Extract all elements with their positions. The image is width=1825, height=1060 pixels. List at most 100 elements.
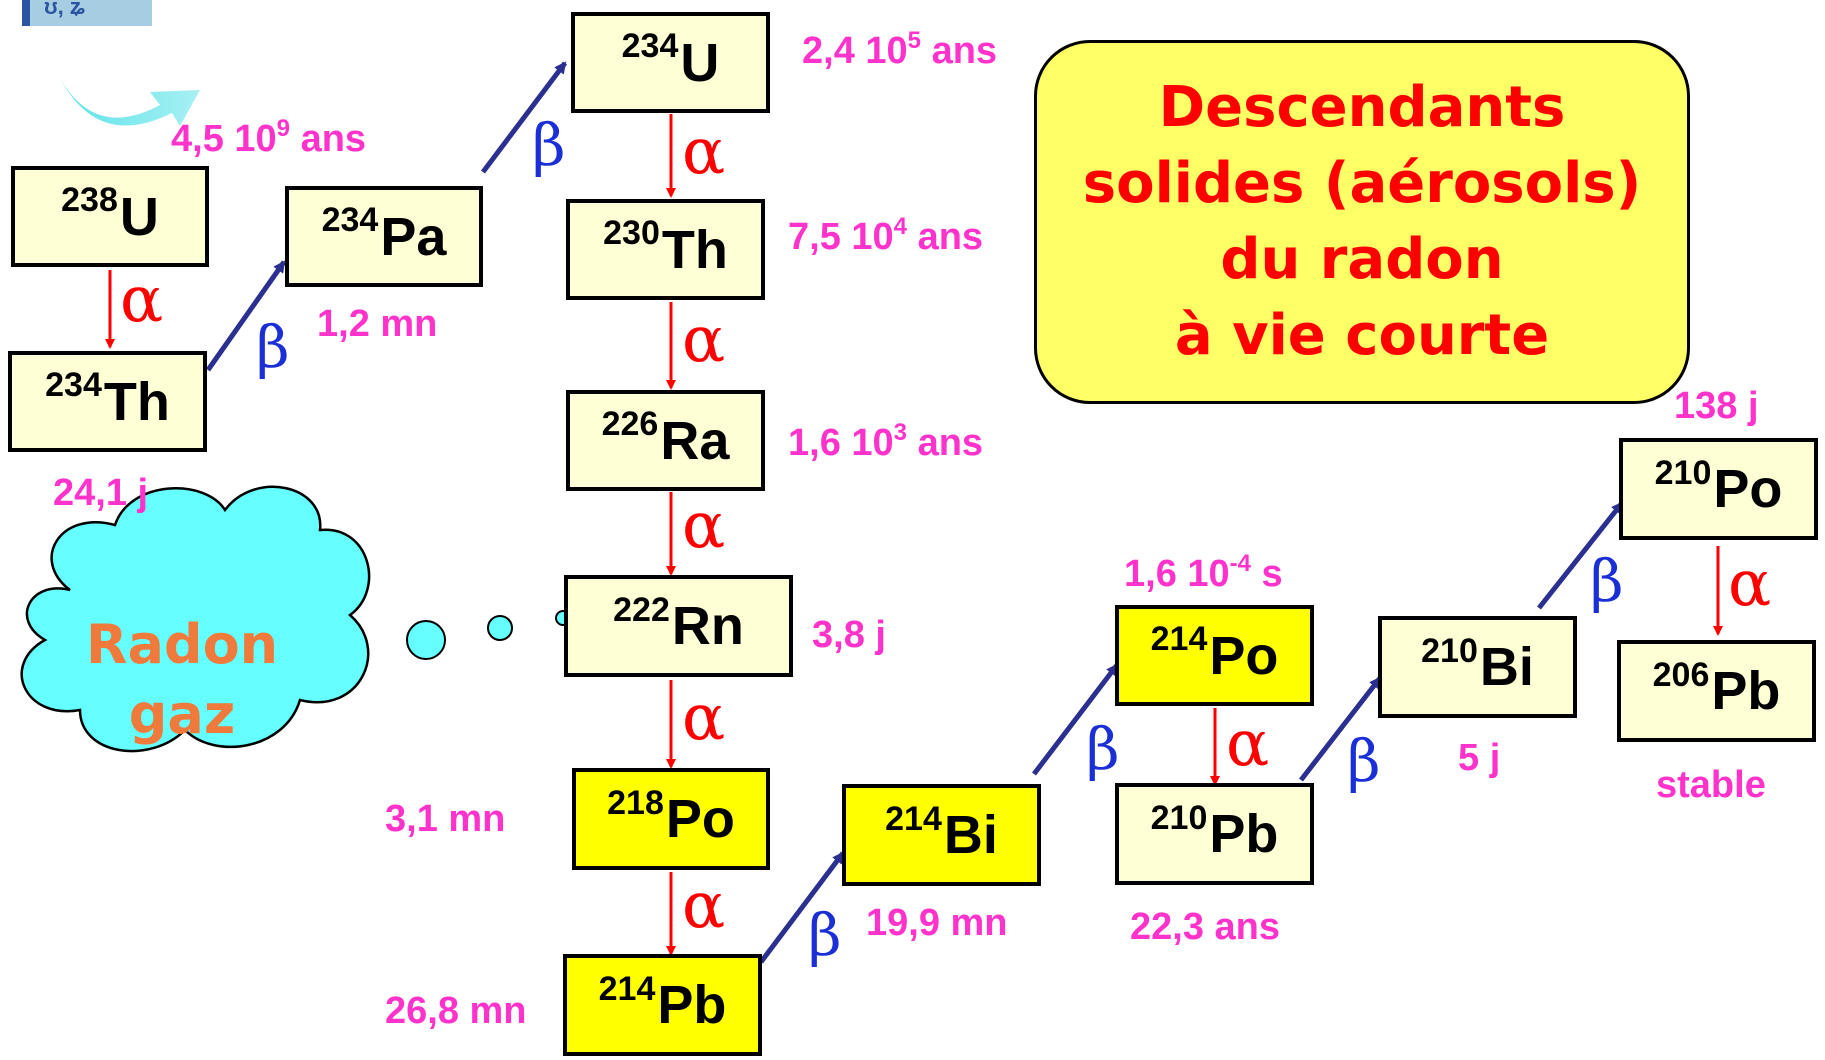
beta-arrow-bi210-po210	[1537, 501, 1624, 610]
half-life-bi214: 19,9 mn	[866, 902, 1008, 944]
alpha-symbol: α	[682, 303, 726, 377]
mass-number: 234	[45, 366, 102, 404]
element-symbol: U	[119, 186, 159, 247]
beta-arrow-bi214-po214	[1032, 663, 1119, 776]
mass-number: 214	[885, 799, 942, 838]
curved-arrow-icon	[60, 78, 200, 126]
half-life-unit: s	[1251, 553, 1283, 595]
half-life-pb206: stable	[1656, 764, 1766, 806]
callout-line-1: Descendants	[1158, 75, 1566, 140]
half-life-unit: ans	[907, 216, 984, 258]
half-life-th230: 7,5 104 ans	[788, 215, 984, 258]
half-life-exponent: 9	[276, 115, 291, 142]
radon-label-line-1: Radon	[85, 613, 279, 676]
beta-symbol: β	[1347, 727, 1381, 795]
beta-arrow-th234-pa234	[205, 260, 287, 372]
callout-line-4: à vie courte	[1174, 303, 1550, 368]
element-symbol: Pa	[380, 206, 447, 267]
half-life-ra226: 1,6 103 ans	[788, 421, 983, 464]
half-life-base: 1,6 10	[1124, 553, 1230, 595]
half-life-base: 4,5 10	[171, 118, 277, 160]
element-symbol: Pb	[1209, 804, 1279, 864]
half-life-unit: ans	[921, 30, 998, 72]
logo	[22, 0, 152, 26]
mass-number: 210	[1150, 798, 1208, 837]
beta-arrow-pa234-u234	[481, 61, 567, 174]
callout-line-2: solides (aérosols)	[1082, 151, 1642, 216]
element-symbol: Po	[1209, 625, 1279, 686]
radon-gas-label: Radon gaz	[72, 618, 292, 742]
beta-symbol: β	[532, 111, 566, 179]
mass-number: 206	[1652, 655, 1710, 694]
element-symbol: Th	[103, 371, 170, 432]
half-life-rn222: 3,8 j	[812, 614, 886, 656]
beta-symbol: β	[1086, 715, 1120, 783]
element-symbol: Pb	[657, 975, 727, 1035]
half-life-th234: 24,1 j	[53, 472, 149, 514]
half-life-unit: ans	[290, 118, 367, 160]
mass-number: 234	[621, 27, 679, 65]
element-symbol: Po	[1713, 459, 1783, 519]
half-life-base: 2,4 10	[802, 30, 908, 72]
beta-symbol: β	[808, 901, 842, 969]
radon-label-line-2: gaz	[128, 683, 236, 746]
mass-number: 238	[61, 181, 118, 219]
beta-symbol: β	[256, 313, 290, 381]
logo-text: ʊ, ʑ	[44, 0, 85, 19]
half-life-po210: 138 j	[1674, 385, 1759, 427]
half-life-exponent: 3	[893, 419, 908, 446]
mass-number: 210	[1654, 453, 1712, 492]
mass-number: 214	[598, 969, 656, 1008]
alpha-symbol: α	[120, 263, 164, 337]
callout-line-3: du radon	[1220, 227, 1504, 292]
half-life-pb214: 26,8 mn	[385, 990, 527, 1032]
half-life-pb210: 22,3 ans	[1130, 906, 1280, 948]
beta-arrow-pb210-bi210	[1299, 676, 1382, 782]
mass-number: 210	[1421, 631, 1478, 670]
element-symbol: U	[680, 32, 720, 93]
half-life-po218: 3,1 mn	[385, 798, 506, 840]
alpha-symbol: α	[682, 489, 726, 563]
element-symbol: Po	[665, 789, 735, 849]
alpha-symbol: α	[682, 869, 726, 943]
radon-cloud-shape	[20, 485, 371, 753]
half-life-u238: 4,5 109 ans	[171, 117, 367, 160]
beta-arrow-pb214-bi214	[759, 851, 845, 964]
element-symbol: Bi	[1479, 637, 1534, 697]
half-life-pa234: 1,2 mn	[317, 303, 438, 345]
half-life-bi210: 5 j	[1458, 737, 1501, 779]
short-lived-descendants-callout: Descendants solides (aérosols) du radon …	[1034, 40, 1690, 404]
beta-symbol: β	[1590, 547, 1624, 615]
logo-bar	[22, 0, 30, 26]
mass-number: 230	[603, 214, 660, 252]
thought-bubble-large	[406, 620, 446, 660]
element-symbol: Bi	[943, 805, 998, 865]
element-symbol: Th	[661, 219, 728, 280]
half-life-exponent: 4	[893, 213, 908, 240]
half-life-po214: 1,6 10-4 s	[1124, 552, 1283, 595]
element-symbol: Pb	[1711, 661, 1781, 721]
half-life-base: 1,6 10	[788, 422, 894, 464]
mass-number: 214	[1150, 620, 1208, 658]
half-life-base: 7,5 10	[788, 216, 894, 258]
alpha-symbol: α	[1226, 707, 1270, 781]
element-symbol: Ra	[660, 410, 730, 471]
alpha-symbol: α	[1728, 547, 1772, 621]
alpha-symbol: α	[682, 115, 726, 189]
half-life-u234: 2,4 105 ans	[802, 29, 998, 72]
